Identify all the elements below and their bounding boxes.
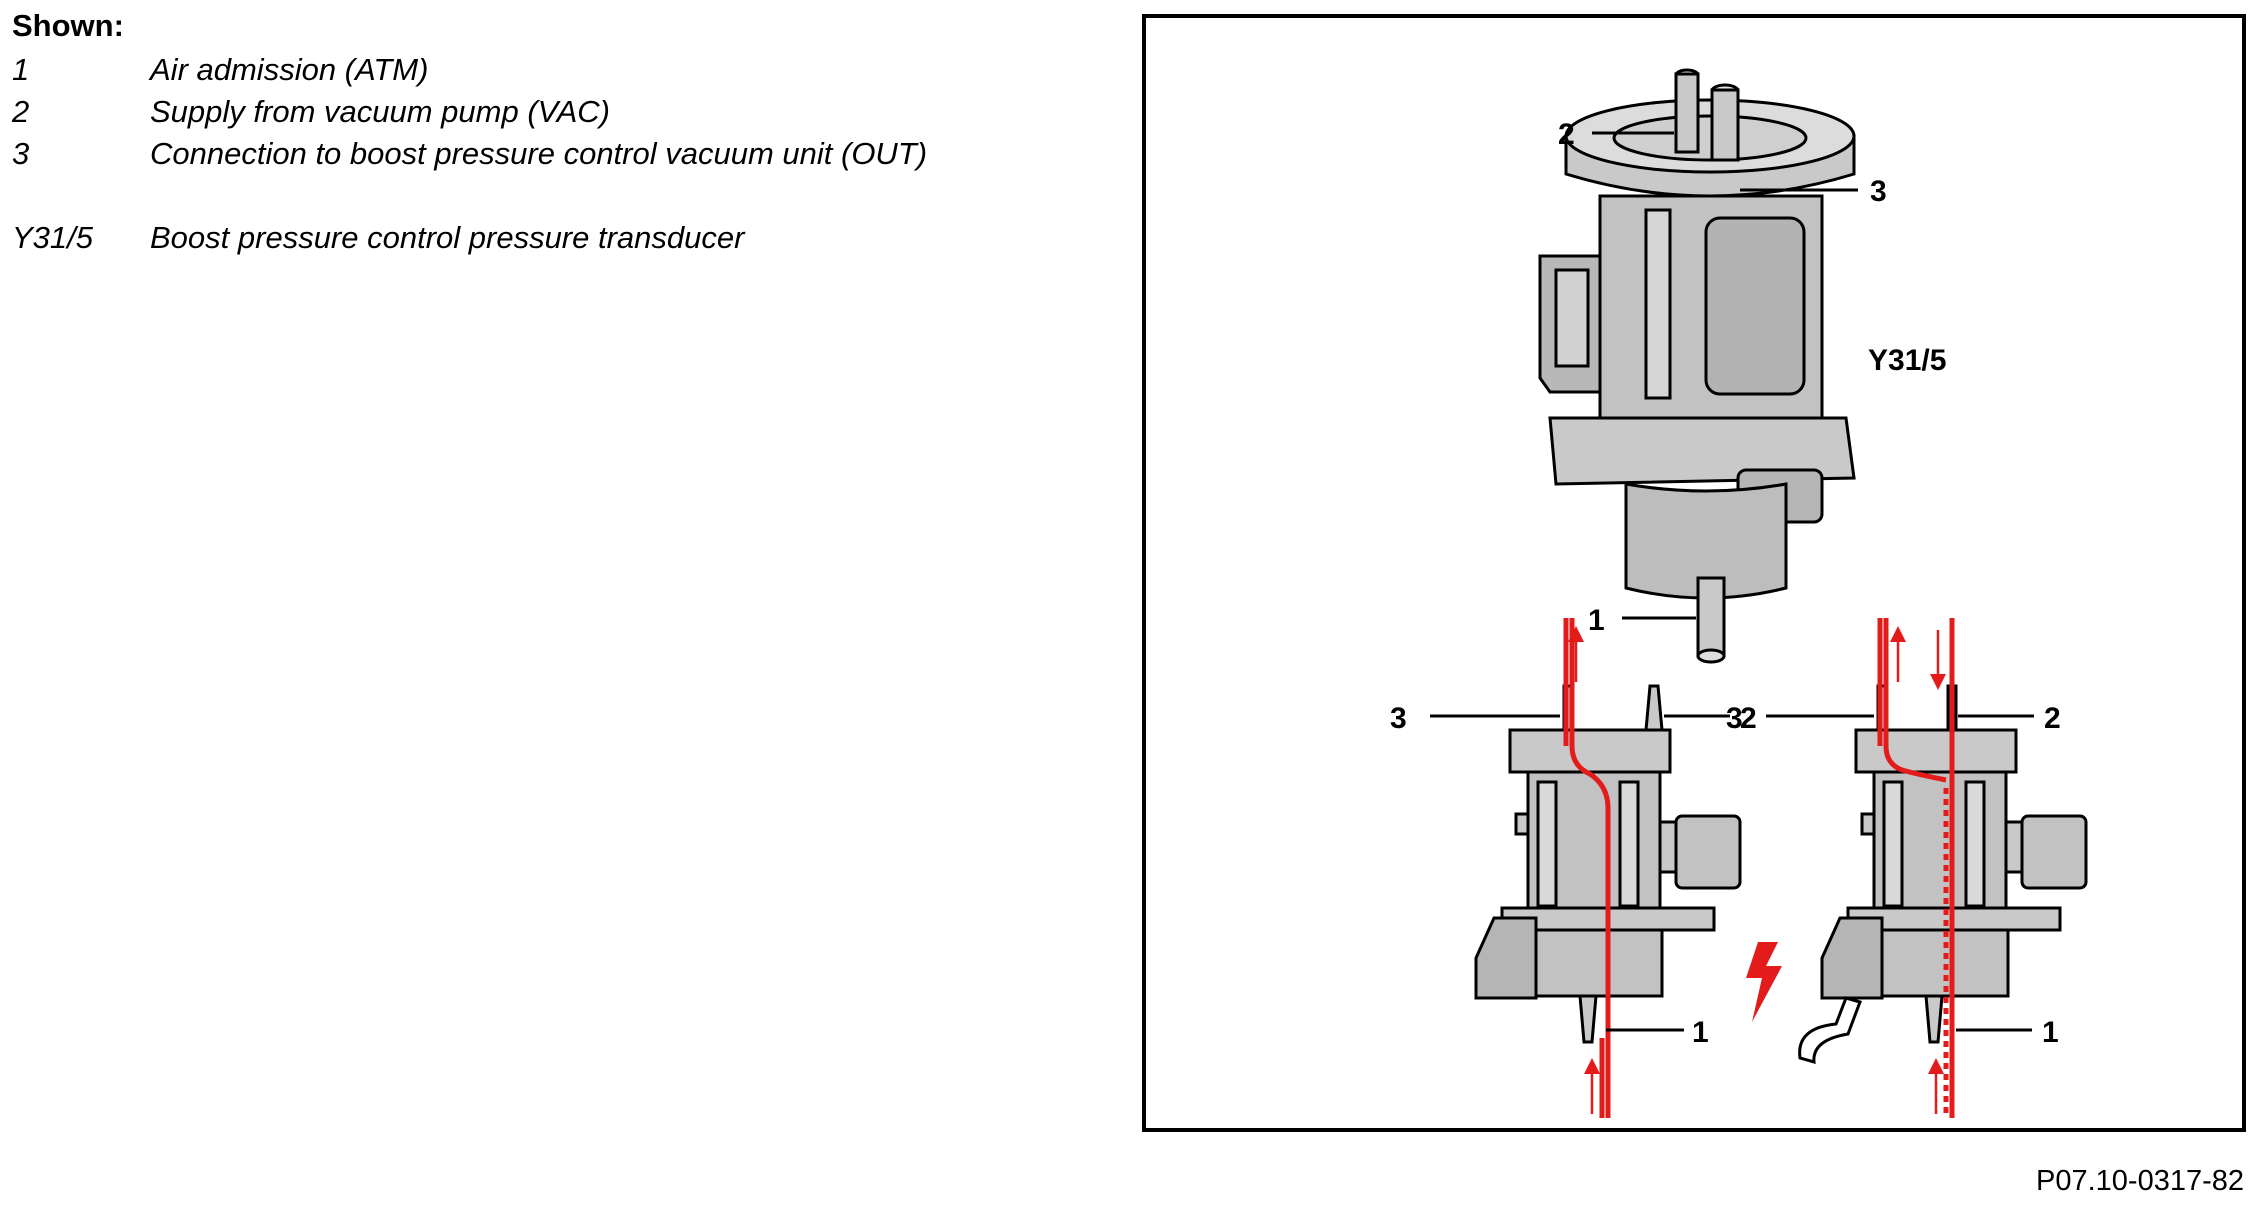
side-clip-slot [1554,268,1590,368]
connector-right [2020,814,2088,890]
body-rib [1644,208,1672,400]
rib-right-1 [1882,780,1904,908]
callout-1-right: 1 [2042,1016,2059,1049]
electric-bolt-icon [1746,942,1782,1022]
legend-text: Connection to boost pressure control vac… [150,136,928,171]
clip-right [1820,916,1884,1000]
nub-left [1514,812,1530,836]
leader-lines-left [1430,714,1730,1032]
arrow-up-right-top [1890,626,1906,642]
callout-2-left: 2 [1740,702,1757,735]
legend-row: Y31/5 Boost pressure control pressure tr… [12,220,927,262]
callout-2-top: 2 [1558,118,1575,151]
flange [1548,416,1856,486]
technical-figure: 2 3 1 Y31/5 [1142,14,2246,1132]
transducer-illustration: 2 3 1 Y31/5 [1390,68,2088,1118]
arrow-up-left-bottom [1584,1058,1600,1074]
legend-key: 1 [12,52,30,87]
leader-lines-right [1766,714,2034,1032]
legend-text: Air admission (ATM) [150,52,429,87]
legend-text: Supply from vacuum pump (VAC) [150,94,611,129]
cable-right [1798,996,1862,1065]
port-1-end [1696,648,1726,664]
connector-left [1674,814,1742,890]
flow-left [1563,618,1611,1118]
rib-right-2 [1964,780,1986,908]
cap-inner [1612,114,1808,162]
section-right [1798,684,2088,1065]
cap-left [1508,728,1672,774]
legend-row: 2 Supply from vacuum pump (VAC) [12,94,927,136]
callout-3-top: 3 [1870,175,1887,208]
rib-left-2 [1618,780,1640,908]
callout-1-left: 1 [1692,1016,1709,1049]
port-2-left [1644,684,1664,732]
transducer-3d [1538,68,1856,664]
connector-neck-left [1658,820,1678,874]
lower-right [1880,928,2010,998]
legend-key: 3 [12,136,30,171]
section-left [1474,684,1742,1044]
arrow-up-left-top [1568,626,1584,642]
callout-3-right: 3 [1726,702,1743,735]
legend: Shown: 1 Air admission (ATM) 2 Supply fr… [12,8,927,262]
leader-lines-top [1592,131,1858,620]
legend-row: 3 Connection to boost pressure control v… [12,136,927,178]
legend-key: 2 [12,94,30,129]
callout-1-top: 1 [1588,604,1605,637]
port-1-left [1578,994,1598,1044]
lower-body [1624,482,1788,600]
connector-neck-right [2004,820,2024,874]
arrow-down-right-top [1930,674,1946,690]
callout-3-left: 3 [1390,702,1407,735]
callout-2-right: 2 [2044,702,2061,735]
nub-right [1860,812,1876,836]
arrow-up-right-bottom [1928,1058,1944,1074]
rib-left-1 [1536,780,1558,908]
figure-id: P07.10-0317-82 [2036,1165,2244,1197]
port-3-front [1710,88,1740,162]
legend-row: 1 Air admission (ATM) [12,52,927,94]
arrows-left [1568,626,1600,1114]
cap-right [1854,728,2018,774]
flow-right [1877,618,1955,1118]
port-1-right [1924,994,1944,1044]
lower-left [1534,928,1664,998]
flow-path-left [1569,618,1611,1118]
clip-left [1474,916,1538,1000]
port-1 [1696,576,1726,658]
flow-connect-right [1883,618,1947,783]
legend-heading: Shown: [12,8,124,43]
arrows-right [1746,626,1946,1114]
component-label: Y31/5 [1868,344,1946,377]
connector-housing [1704,216,1806,396]
legend-text: Boost pressure control pressure transduc… [150,220,745,255]
port-2-front [1674,72,1700,154]
legend-key: Y31/5 [12,220,94,255]
